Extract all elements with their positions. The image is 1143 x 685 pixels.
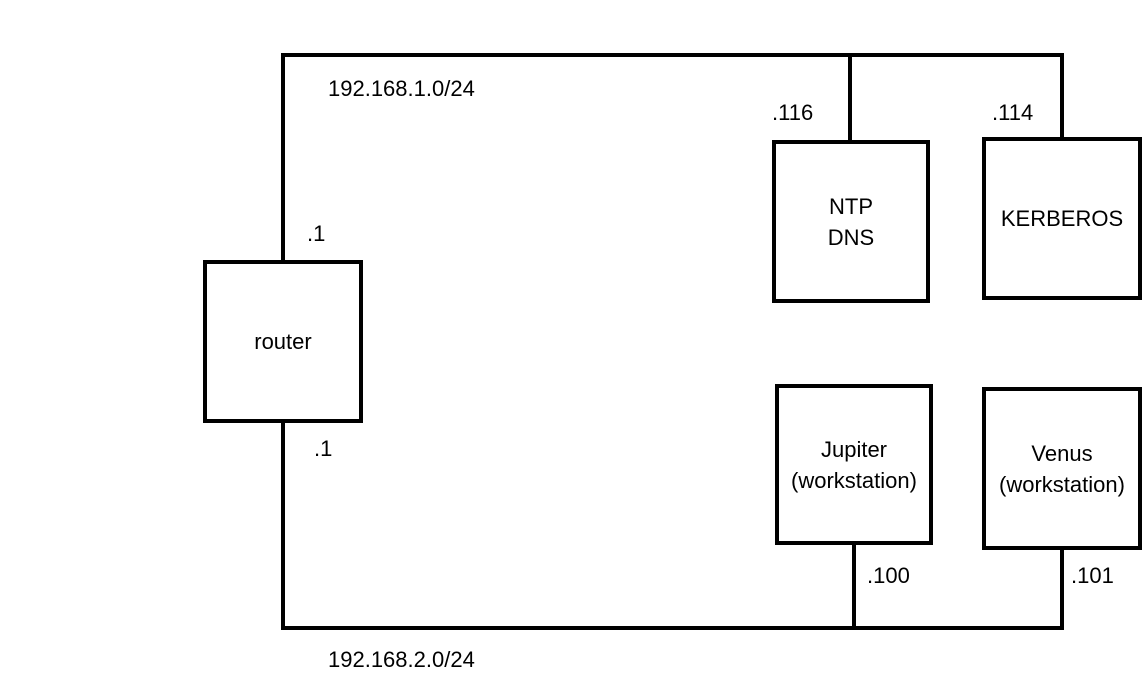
venus-node-label-line1: Venus [1031, 440, 1093, 466]
venus-ip-label: .101 [1071, 563, 1114, 588]
router-node-label: router [254, 329, 312, 354]
jupiter-node: Jupiter (workstation) [775, 384, 933, 545]
lan2-jupiter-link-line [852, 543, 856, 630]
lan2-bus-line [281, 626, 1064, 630]
router-lan1-ip-label: .1 [307, 221, 326, 246]
jupiter-node-label-line2: (workstation) [791, 467, 917, 493]
lan2-venus-link-line [1060, 548, 1064, 630]
ntp-dns-node: NTP DNS [772, 140, 930, 303]
ntp-dns-ip-label: .116 [772, 100, 814, 125]
jupiter-node-label-line1: Jupiter [820, 436, 888, 462]
lan1-router-link-line [281, 53, 285, 262]
ntp-dns-node-label-line2: DNS [827, 224, 875, 250]
lan1-ntp-dns-link-line [848, 53, 852, 144]
kerberos-node: KERBEROS [982, 137, 1142, 300]
jupiter-ip-label: .100 [867, 563, 910, 588]
kerberos-node-label: KERBEROS [1000, 206, 1124, 231]
lan1-kerberos-link-line [1060, 53, 1064, 141]
router-node: router [203, 260, 363, 423]
lan1-bus-line [281, 53, 1064, 57]
ntp-dns-node-label-line1: NTP [829, 193, 873, 219]
venus-node: Venus (workstation) [982, 387, 1142, 550]
router-lan2-ip-label: .1 [314, 436, 333, 461]
lan1-cidr-label: 192.168.1.0/24 [328, 76, 475, 101]
kerberos-ip-label: .114 [992, 100, 1034, 125]
lan2-cidr-label: 192.168.2.0/24 [328, 647, 475, 672]
lan2-router-link-line [281, 420, 285, 630]
venus-node-label-line2: (workstation) [999, 471, 1125, 497]
